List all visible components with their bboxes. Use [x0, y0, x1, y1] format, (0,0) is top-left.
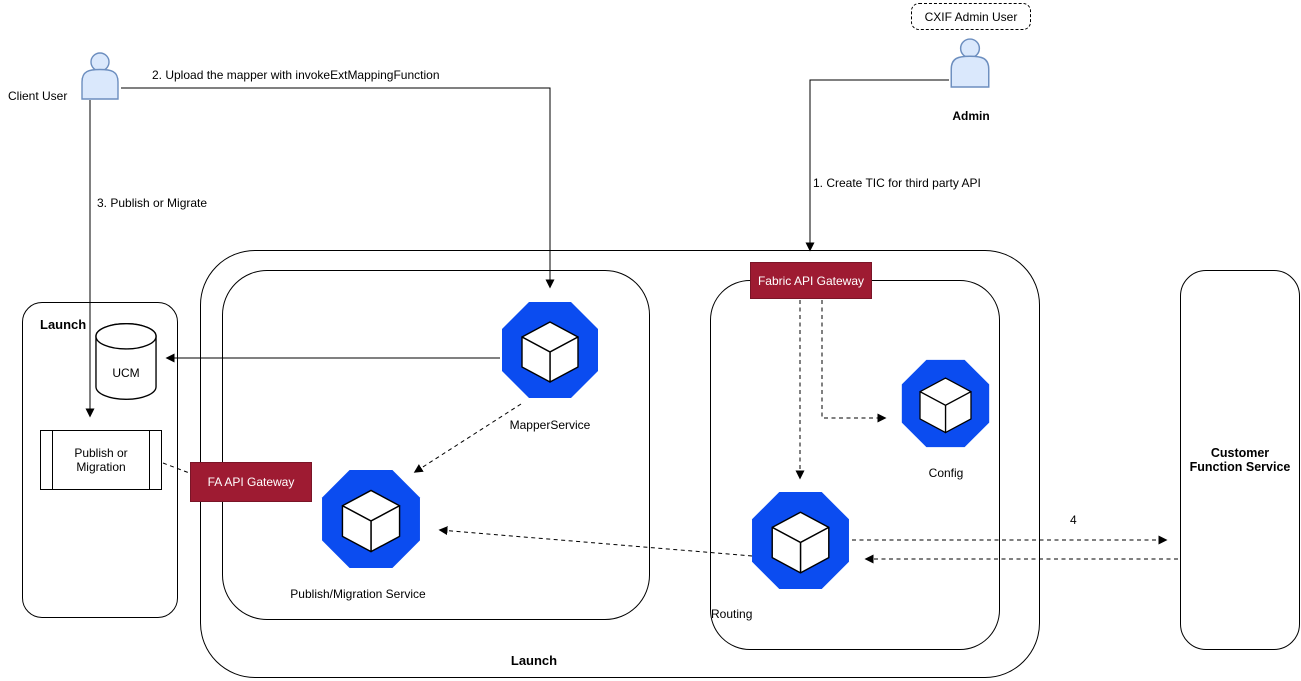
fabric-api-gateway-label: Fabric API Gateway [757, 273, 865, 288]
flow-label-step4: 4 [1070, 513, 1077, 527]
publish-migration-service-icon [321, 469, 421, 569]
config-service-icon [901, 359, 990, 448]
ucm-database-icon [95, 323, 157, 400]
admin-label: Admin [952, 109, 990, 123]
flow-label-publish-or-migrate: 3. Publish or Migrate [97, 196, 208, 210]
launch-left-label: Launch [40, 317, 87, 332]
config-label: Config [928, 466, 964, 480]
flow-label-create-tic: 1. Create TIC for third party API [813, 176, 981, 190]
cxif-admin-user-tag: CXIF Admin User [911, 3, 1031, 30]
routing-service-icon [751, 491, 850, 590]
mapper-publish-subcontainer [222, 270, 650, 620]
admin-user-icon [950, 38, 990, 88]
flow-mapper-to-publish-service [413, 403, 522, 473]
client-user-icon [81, 52, 119, 100]
fa-api-gateway-label: FA API Gateway [207, 475, 295, 489]
flow-fabric-to-config [821, 300, 887, 423]
mapper-service-label: MapperService [509, 418, 591, 432]
cxif-admin-user-label: CXIF Admin User [924, 9, 1018, 24]
routing-label: Routing [711, 607, 753, 621]
flow-admin-to-fabric-gateway [805, 79, 949, 252]
client-user-label: Client User [8, 89, 68, 103]
flow-upload-mapper [121, 87, 555, 289]
launch-left-container [22, 302, 178, 618]
publish-migration-service-label: Publish/Migration Service [290, 587, 426, 601]
flow-routing-to-publish-service [438, 526, 753, 557]
link-publish-box-to-fa-gateway [162, 462, 193, 475]
customer-function-service-box: Customer Function Service [1180, 270, 1300, 650]
flow-label-upload-mapper: 2. Upload the mapper with invokeExtMappi… [152, 68, 440, 82]
ucm-label: UCM [112, 366, 140, 380]
publish-or-migration-label: Publish or Migration [74, 446, 128, 474]
publish-or-migration-box: Publish or Migration [40, 430, 162, 490]
fa-api-gateway: FA API Gateway [190, 462, 312, 502]
customer-function-service-label: Customer Function Service [1189, 446, 1291, 474]
launch-main-label: Launch [510, 653, 558, 668]
mapper-service-icon [501, 301, 599, 399]
fabric-api-gateway: Fabric API Gateway [750, 262, 872, 299]
